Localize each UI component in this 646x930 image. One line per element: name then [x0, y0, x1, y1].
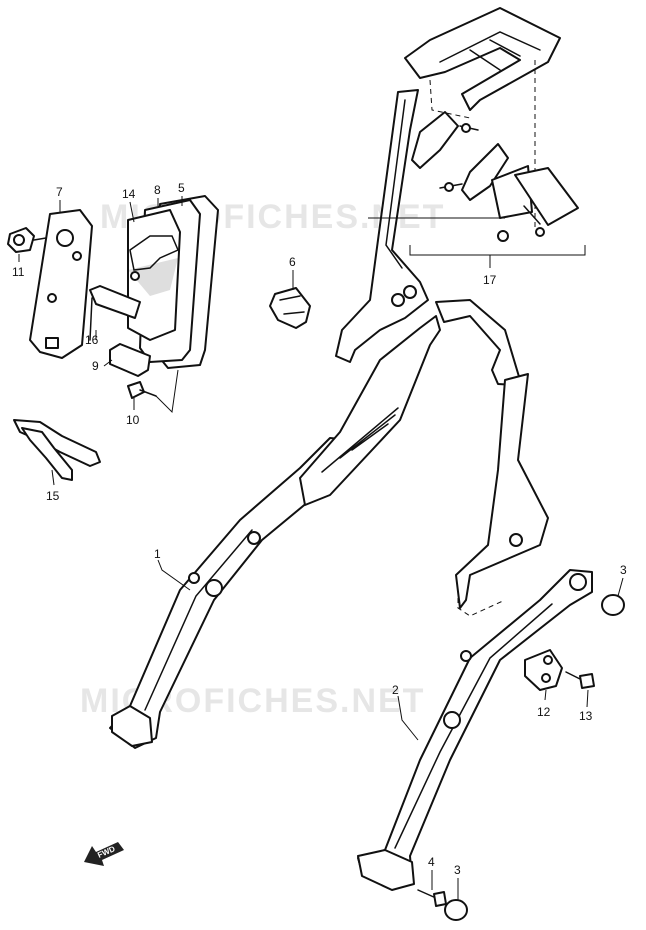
fwd-arrow-icon: FWD: [84, 842, 124, 866]
luggage-rack-part-17: [335, 7, 586, 363]
callout-10: 10: [126, 413, 140, 427]
callout-15: 15: [46, 489, 60, 503]
frame-rail-part-1: [109, 299, 549, 749]
callout-7: 7: [56, 185, 63, 199]
screw-part-10: [127, 381, 157, 399]
callout-4: 4: [428, 855, 435, 869]
clamp-part-6: [269, 287, 311, 329]
frame-rail-part-2: [357, 569, 593, 891]
leader-lines: [18, 196, 624, 900]
callout-11: 11: [12, 265, 25, 279]
grommet-part-11: [7, 227, 47, 253]
bracket-part-12: [524, 649, 563, 691]
callout-13: 13: [579, 709, 593, 723]
pliers-part-15: [13, 419, 101, 481]
tool-case-parts-5-8-14: [89, 195, 219, 369]
callout-6: 6: [289, 255, 296, 269]
callout-3-lower: 3: [454, 863, 461, 877]
callout-9: 9: [92, 359, 99, 373]
callout-8: 8: [154, 183, 161, 197]
cap-part-3-lower: [444, 899, 468, 921]
bolt-part-13: [565, 671, 595, 689]
callout-17: 17: [483, 273, 497, 287]
cap-part-3-upper: [601, 594, 625, 616]
callout-labels: 1 2 3 3 4 5 6 7 8 9 10 11 12 13 14 15 16…: [12, 181, 627, 877]
side-cover-part-7: [29, 209, 93, 359]
callout-14: 14: [122, 187, 136, 201]
callout-1: 1: [154, 547, 161, 561]
callout-5: 5: [178, 181, 185, 195]
pad-part-9: [109, 343, 151, 377]
callout-16: 16: [85, 333, 99, 347]
callout-12: 12: [537, 705, 551, 719]
callout-2: 2: [392, 683, 399, 697]
bolt-part-4: [417, 889, 447, 907]
callout-3-upper: 3: [620, 563, 627, 577]
